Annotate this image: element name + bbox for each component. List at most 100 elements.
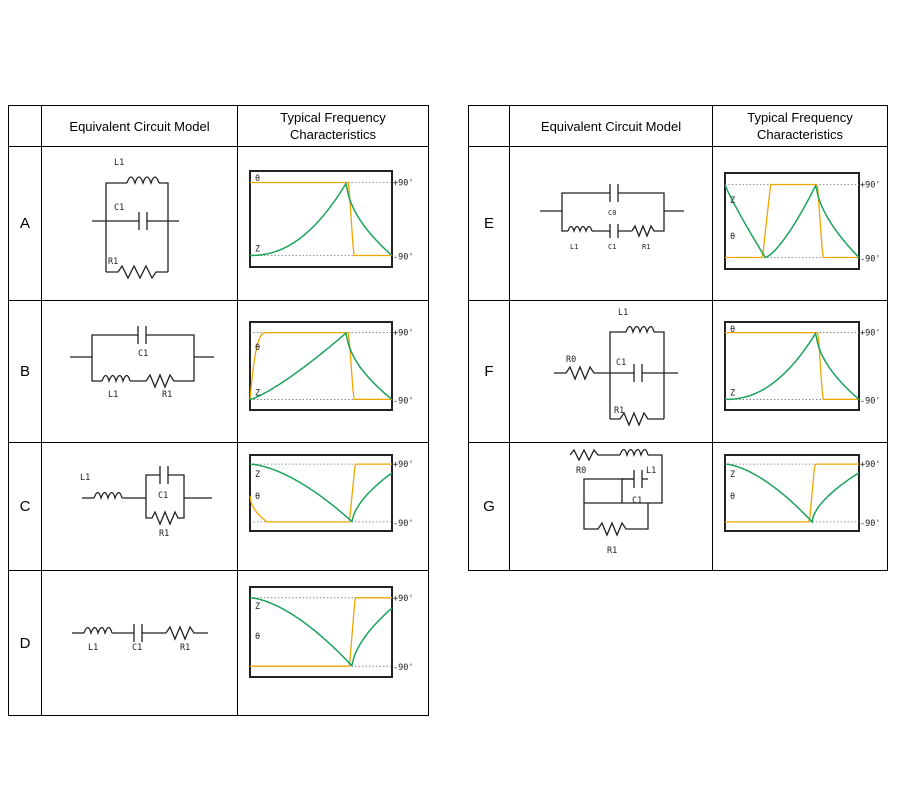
label-l1: L1 — [108, 390, 118, 400]
label-theta: θ — [255, 632, 260, 642]
circuit-diagram-d: L1 C1 R1 — [72, 624, 208, 653]
label-minus-90: -90' — [393, 252, 413, 262]
header-row: Equivalent Circuit Model Typical Frequen… — [8, 105, 429, 147]
inductor-symbol — [126, 175, 160, 185]
freq-plot-g: +90'-90'Zθ — [724, 454, 880, 532]
phase-curve — [250, 181, 392, 257]
label-l1: L1 — [618, 308, 628, 318]
label-r1: R1 — [108, 257, 118, 267]
header-circuit: Equivalent Circuit Model — [509, 105, 713, 147]
impedance-curve — [725, 331, 860, 401]
inductor-symbol — [101, 374, 131, 384]
label-r0: R0 — [576, 466, 586, 476]
phase-curve — [249, 331, 392, 401]
impedance-curve — [249, 331, 393, 401]
impedance-curve — [724, 463, 860, 524]
circuit-diagram-f: L1 R0 C1 R1 — [554, 308, 678, 427]
freq-plot-f: +90'-90'Zθ — [724, 321, 880, 411]
label-r1: R1 — [159, 529, 169, 539]
plot-frame — [724, 454, 860, 532]
row-label: D — [8, 570, 42, 716]
row-label: C — [8, 442, 42, 571]
plot-frame — [724, 172, 860, 270]
label-z: Z — [255, 602, 260, 612]
inductor-symbol — [567, 225, 593, 234]
label-r1: R1 — [614, 406, 624, 416]
circuit-b: C1 L1 R1 — [41, 300, 238, 443]
label-z: Z — [730, 388, 735, 398]
row-label: A — [8, 146, 42, 301]
phase-curve — [725, 331, 859, 401]
label-c1: C1 — [608, 243, 616, 251]
phase-curve — [725, 463, 859, 523]
row-a: A L1 C1 R1 — [8, 146, 429, 301]
phase-curve — [725, 183, 859, 259]
freq-plot-d: +90'-90'Zθ — [249, 586, 413, 678]
label-r1: R1 — [607, 546, 617, 556]
circuit-diagram-g: R0 L1 C1 R1 — [569, 448, 663, 556]
label-c0: C0 — [608, 209, 616, 217]
circuit-diagram-b: C1 L1 R1 — [70, 326, 214, 400]
circuit-g: R0 L1 C1 R1 — [509, 442, 713, 571]
left-table: Equivalent Circuit Model Typical Frequen… — [8, 105, 429, 716]
header-empty — [468, 105, 510, 147]
label-plus-90: +90' — [393, 460, 413, 470]
circuit-f: L1 R0 C1 R1 — [509, 300, 713, 443]
label-c1: C1 — [616, 358, 626, 368]
label-minus-90: -90' — [393, 663, 413, 673]
label-r0: R0 — [566, 355, 576, 365]
header-empty — [8, 105, 42, 147]
label-theta: θ — [255, 343, 260, 353]
label-r1: R1 — [162, 390, 172, 400]
freq-plot-e: +90'-90'Zθ — [724, 172, 880, 270]
label-plus-90: +90' — [393, 179, 413, 189]
circuit-diagram-c: L1 C1 R1 — [80, 466, 212, 539]
row-label: G — [468, 442, 510, 571]
circuit-a: L1 C1 R1 — [41, 146, 238, 301]
label-theta: θ — [255, 174, 260, 184]
header-freq: Typical Frequency Characteristics — [712, 105, 888, 147]
label-theta: θ — [255, 492, 260, 502]
freq-plot-c: +90' -90' Zθ — [249, 454, 413, 532]
row-label: F — [468, 300, 510, 443]
label-theta: θ — [730, 492, 735, 502]
label-l1: L1 — [80, 473, 90, 483]
header-freq: Typical Frequency Characteristics — [237, 105, 429, 147]
label-l1: L1 — [88, 643, 98, 653]
label-plus-90: +90' — [393, 329, 413, 339]
label-minus-90: -90' — [393, 519, 413, 529]
label-z: Z — [255, 470, 260, 480]
label-l1: L1 — [570, 243, 578, 251]
label-z: Z — [730, 196, 735, 206]
label-z: Z — [255, 388, 260, 398]
phase-curve — [250, 597, 392, 667]
label-r1: R1 — [180, 643, 190, 653]
impedance-curve — [249, 597, 393, 668]
label-c1: C1 — [632, 496, 642, 506]
label-theta: θ — [730, 232, 735, 242]
label-z: Z — [730, 470, 735, 480]
right-table: Equivalent Circuit Model Typical Frequen… — [468, 105, 888, 571]
label-minus-90: -90' — [860, 519, 880, 529]
inductor-symbol — [93, 491, 123, 501]
label-r1: R1 — [642, 243, 650, 251]
label-theta: θ — [730, 325, 735, 335]
label-minus-90: -90' — [860, 396, 880, 406]
label-c1: C1 — [114, 203, 124, 213]
inductor-symbol — [83, 626, 113, 636]
circuit-e: C0 L1 C1 R1 — [509, 146, 713, 301]
impedance-curve — [249, 463, 393, 523]
circuit-d: L1 C1 R1 — [41, 570, 238, 716]
label-minus-90: -90' — [860, 254, 880, 264]
row-label: E — [468, 146, 510, 301]
label-c1: C1 — [138, 349, 148, 359]
